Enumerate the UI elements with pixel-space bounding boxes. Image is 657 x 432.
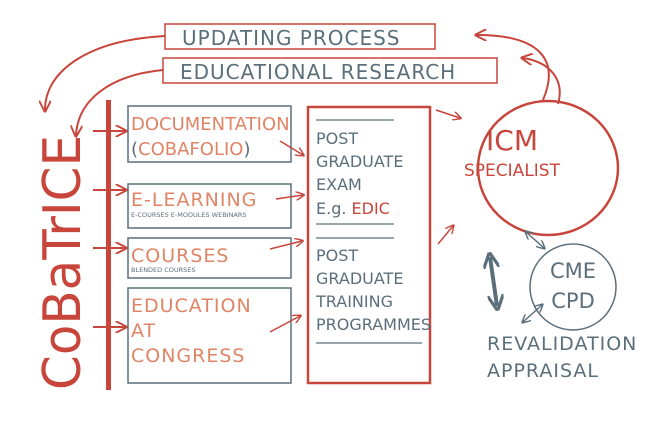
exam-line3: EXAM — [316, 175, 362, 194]
cme-cpd-circle — [529, 243, 617, 331]
congress-line3: CONGRESS — [131, 345, 246, 367]
appraisal-label: APPRAISAL — [487, 360, 599, 382]
cme-label: CME — [550, 259, 596, 283]
congress-box — [127, 287, 292, 384]
icm-specialist-circle — [476, 99, 620, 237]
icm-to-research-arrow — [523, 58, 561, 105]
exam-example: E.g. EDIC — [316, 199, 390, 218]
documentation-title: DOCUMENTATION — [131, 114, 290, 135]
postgrad-to-icm-arrow — [435, 109, 460, 118]
revalidation-cme-arrow — [523, 305, 542, 322]
elearning-title: E-LEARNING — [131, 189, 257, 211]
courses-box — [127, 237, 292, 279]
icm-title: ICM — [486, 124, 538, 157]
training-line1: POST — [316, 246, 358, 265]
updating-process-label: UPDATING PROCESS — [182, 26, 401, 50]
courses-title: COURSES — [131, 245, 229, 267]
revalidation-label: REVALIDATION — [487, 333, 637, 355]
updating-arrow — [45, 35, 166, 110]
educational-research-label: EDUCATIONAL RESEARCH — [180, 60, 456, 84]
icm-to-updating-arrow — [477, 35, 550, 101]
training-line2: GRADUATE — [316, 269, 403, 288]
cpd-label: CPD — [551, 289, 595, 313]
elearning-box — [127, 183, 292, 229]
icm-cme-arrow — [526, 232, 544, 248]
congress-line2: AT — [131, 320, 156, 342]
vertical-bar — [106, 100, 111, 390]
research-arrow — [76, 69, 164, 135]
training-line4: PROGRAMMES — [316, 315, 431, 334]
training-line3: TRAINING — [315, 292, 393, 311]
postgraduate-box — [306, 105, 432, 385]
to-postgrad-arrows — [269, 140, 303, 333]
exam-line1: POST — [316, 129, 358, 148]
icm-revalidation-arrow — [490, 257, 497, 306]
elearning-sub: E-COURSES E-MODULES WEBINARS — [131, 211, 247, 219]
congress-line1: EDUCATION — [131, 295, 252, 317]
postgrad-to-icm-arrow-2 — [437, 226, 453, 245]
source-arrows — [93, 131, 125, 327]
courses-sub: BLENDED COURSES — [131, 266, 196, 274]
icm-sub: SPECIALIST — [464, 161, 561, 181]
cobatrice-logo: CoBaTrICE — [33, 135, 93, 390]
exam-line2: GRADUATE — [316, 152, 403, 171]
cobafolio-label: (COBAFOLIO) — [131, 139, 251, 160]
documentation-box — [127, 105, 292, 163]
